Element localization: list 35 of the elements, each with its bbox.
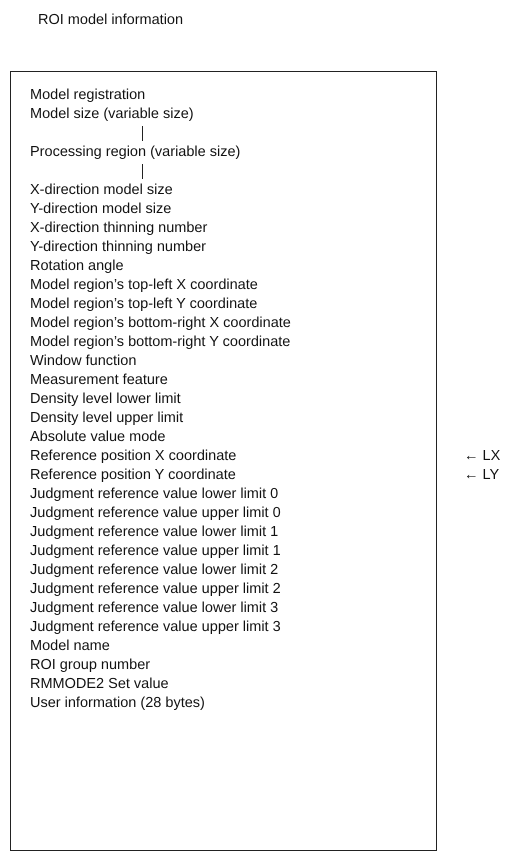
list-item: X-direction model size [30, 182, 173, 199]
list-item: Judgment reference value lower limit 3 [30, 600, 278, 617]
list-item: Model region’s bottom-right X coordinate [30, 315, 291, 332]
list-item: X-direction thinning number [30, 220, 208, 237]
list-item: Processing region (variable size) [30, 144, 240, 161]
list-item: Model name [30, 638, 110, 655]
list-item: Judgment reference value upper limit 1 [30, 543, 281, 560]
list-item: Judgment reference value upper limit 2 [30, 581, 281, 598]
list-item: Density level upper limit [30, 410, 184, 427]
list-item: Reference position X coordinate [30, 448, 236, 465]
list-item: Y-direction thinning number [30, 239, 206, 256]
list-item: Judgment reference value upper limit 0 [30, 505, 281, 522]
list-item: Rotation angle [30, 258, 124, 275]
list-item: Reference position Y coordinate [30, 467, 236, 484]
list-item: ROI group number [30, 657, 150, 674]
side-label: ← LX [464, 448, 500, 465]
list-item: Y-direction model size [30, 201, 172, 218]
list-item: RMMODE2 Set value [30, 676, 169, 693]
list-item: Model region’s top-left X coordinate [30, 277, 258, 294]
list-item: Judgment reference value upper limit 3 [30, 619, 281, 636]
list-item: Model registration [30, 87, 146, 104]
list-item: Judgment reference value lower limit 2 [30, 562, 278, 579]
title: ROI model information [38, 12, 184, 28]
list-item: Absolute value mode [30, 429, 166, 446]
list-item: Judgment reference value lower limit 1 [30, 524, 278, 541]
list-item: Model region’s bottom-right Y coordinate [30, 334, 290, 351]
list-item: Model region’s top-left Y coordinate [30, 296, 258, 313]
list-item: Window function [30, 353, 136, 370]
list-item: Density level lower limit [30, 391, 181, 408]
list-item: Model size (variable size) [30, 106, 194, 123]
list-box [10, 71, 437, 851]
list-item: Measurement feature [30, 372, 168, 389]
list-item: Judgment reference value lower limit 0 [30, 486, 278, 503]
list-item: User information (28 bytes) [30, 695, 205, 712]
side-label: ← LY [464, 467, 500, 484]
